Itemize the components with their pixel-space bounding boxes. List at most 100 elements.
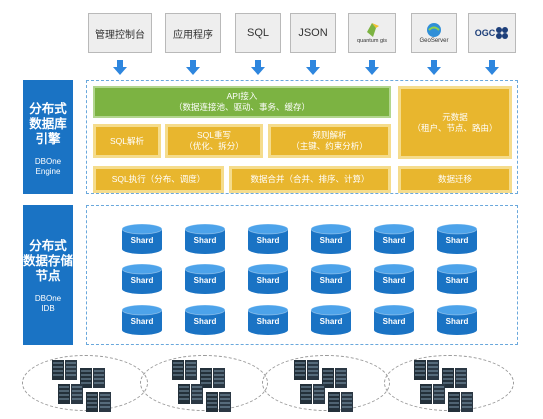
client-json: JSON: [290, 13, 336, 53]
shard-node: Shard: [183, 223, 227, 255]
api-detail: （数据连接池、驱动、事务、缓存）: [173, 102, 310, 112]
qgis-logo-icon: [367, 23, 379, 37]
shard-node: Shard: [183, 304, 227, 336]
client-label: GeoServer: [419, 38, 449, 44]
storage-layer-frame: [86, 205, 518, 345]
server-rack-icon: [80, 368, 106, 388]
shard-label: Shard: [130, 236, 154, 245]
client-label: 应用程序: [173, 29, 213, 41]
server-rack-icon: [172, 360, 198, 380]
server-rack-icon: [52, 360, 78, 380]
geoserver-logo-icon: [427, 23, 441, 37]
shard-node: Shard: [309, 223, 353, 255]
server-rack-icon: [294, 360, 320, 380]
shard-node: Shard: [435, 263, 479, 295]
shard-node: Shard: [120, 263, 164, 295]
shard-node: Shard: [120, 223, 164, 255]
shard-label: Shard: [445, 317, 469, 326]
shard-node: Shard: [246, 263, 290, 295]
client-label: 管理控制台: [95, 29, 145, 41]
storage-title-line: 节点: [35, 269, 61, 283]
sql-rewrite-title: SQL重写: [196, 130, 231, 140]
shard-label: Shard: [445, 236, 469, 245]
client-label: SQL: [246, 27, 269, 39]
storage-title-line: 分布式: [29, 239, 67, 253]
shard-label: Shard: [193, 317, 217, 326]
shard-node: Shard: [183, 263, 227, 295]
shard-node: Shard: [435, 223, 479, 255]
client-sql: SQL: [235, 13, 281, 53]
client-label: quantum gis: [357, 38, 387, 44]
shard-node: Shard: [246, 223, 290, 255]
metadata-box: 元数据 （租户、节点、路由）: [398, 86, 512, 159]
client-label: JSON: [298, 27, 328, 39]
server-rack-icon: [300, 384, 326, 404]
data-merge-box: 数据合并（合并、排序、计算）: [229, 166, 391, 193]
shard-label: Shard: [193, 236, 217, 245]
client-qgis: quantum gis: [348, 13, 396, 53]
api-title: API接入: [226, 91, 258, 101]
engine-title-line: 引擎: [35, 132, 61, 146]
server-rack-icon: [442, 368, 468, 388]
engine-subtitle-line: Engine: [35, 167, 61, 176]
client-ogc: OGC: [468, 13, 516, 53]
shard-label: Shard: [319, 276, 343, 285]
engine-layer-frame: [86, 80, 518, 194]
shard-label: Shard: [193, 276, 217, 285]
server-rack-icon: [206, 392, 232, 412]
rule-parse-box: 规则解析 （主键、约束分析）: [268, 124, 391, 158]
client-label: OGC: [474, 28, 496, 38]
sql-exec-box: SQL执行（分布、调度）: [93, 166, 224, 193]
shard-label: Shard: [130, 317, 154, 326]
sql-exec-label: SQL执行（分布、调度）: [111, 174, 206, 184]
shard-node: Shard: [372, 223, 416, 255]
engine-title-line: 分布式: [29, 102, 67, 116]
server-rack-icon: [178, 384, 204, 404]
shard-label: Shard: [445, 276, 469, 285]
shard-node: Shard: [435, 304, 479, 336]
server-rack-icon: [448, 392, 474, 412]
metadata-detail: （租户、节点、路由）: [412, 122, 498, 133]
shard-label: Shard: [256, 236, 280, 245]
rule-parse-detail: （主键、约束分析）: [291, 141, 368, 151]
server-rack-icon: [86, 392, 112, 412]
client-management-console: 管理控制台: [88, 13, 152, 53]
server-rack-icon: [414, 360, 440, 380]
shard-node: Shard: [120, 304, 164, 336]
engine-subtitle-line: DBOne: [34, 157, 62, 166]
shard-node: Shard: [372, 304, 416, 336]
shard-node: Shard: [309, 304, 353, 336]
engine-layer-label: 分布式 数据库 引擎 DBOne Engine: [23, 80, 73, 194]
server-rack-icon: [322, 368, 348, 388]
shard-node: Shard: [372, 263, 416, 295]
metadata-title: 元数据: [442, 111, 468, 122]
shard-label: Shard: [256, 317, 280, 326]
storage-title-line: 数据存储: [23, 254, 74, 268]
shard-label: Shard: [319, 317, 343, 326]
api-access-box: API接入 （数据连接池、驱动、事务、缓存）: [93, 86, 391, 118]
ogc-logo-icon: [496, 27, 509, 39]
shard-label: Shard: [382, 236, 406, 245]
shard-label: Shard: [130, 276, 154, 285]
shard-label: Shard: [256, 276, 280, 285]
shard-label: Shard: [382, 317, 406, 326]
data-migrate-box: 数据迁移: [398, 166, 512, 193]
sql-rewrite-box: SQL重写 （优化、拆分）: [165, 124, 263, 158]
sql-parse-box: SQL解析: [93, 124, 161, 158]
storage-layer-label: 分布式 数据存储 节点 DBOne IDB: [23, 205, 73, 345]
data-merge-label: 数据合并（合并、排序、计算）: [250, 174, 370, 184]
shard-label: Shard: [382, 276, 406, 285]
server-rack-icon: [420, 384, 446, 404]
server-rack-icon: [328, 392, 354, 412]
storage-subtitle-line: DBOne: [34, 294, 62, 303]
sql-parse-label: SQL解析: [109, 135, 144, 146]
server-rack-icon: [58, 384, 84, 404]
shard-node: Shard: [309, 263, 353, 295]
client-application: 应用程序: [165, 13, 221, 53]
shard-label: Shard: [319, 236, 343, 245]
shard-node: Shard: [246, 304, 290, 336]
data-migrate-label: 数据迁移: [437, 174, 472, 184]
engine-title-line: 数据库: [29, 117, 67, 131]
server-rack-icon: [200, 368, 226, 388]
client-geoserver: GeoServer: [411, 13, 457, 53]
